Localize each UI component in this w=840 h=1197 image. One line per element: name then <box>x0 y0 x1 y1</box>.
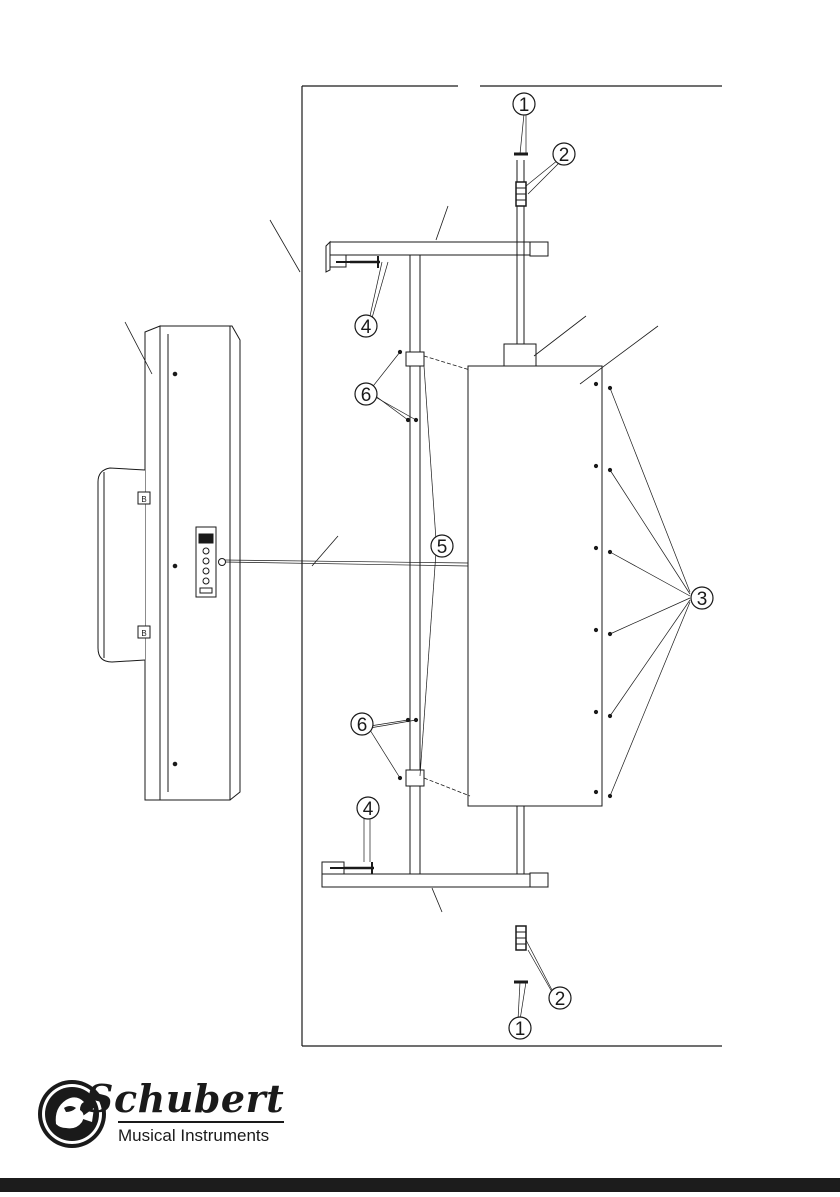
side-panel-bottom <box>322 862 548 912</box>
pedal-box <box>504 316 586 370</box>
callout-6-top: 6 <box>355 383 377 406</box>
callout-number: 2 <box>559 145 570 166</box>
brand-name: Schubert <box>86 1076 284 1121</box>
connector-panel <box>196 527 468 597</box>
callout-2-bottom: 2 <box>549 987 571 1010</box>
callout-3: 3 <box>691 587 713 610</box>
callout-number: 6 <box>361 385 372 406</box>
callout-4-top: 4 <box>355 315 377 338</box>
screws-back-panel <box>594 382 690 797</box>
adjusters-top <box>514 114 560 206</box>
callout-6-bottom: 6 <box>351 713 373 736</box>
callout-number: 1 <box>515 1019 526 1040</box>
callout-number: 4 <box>363 799 374 820</box>
brand-tagline: Musical Instruments <box>118 1126 269 1146</box>
callout-number: 4 <box>361 317 372 338</box>
callout-number: 3 <box>697 589 708 610</box>
bracket-label: B <box>141 629 146 638</box>
adjusters-bottom <box>514 926 552 1020</box>
callout-1-bottom: 1 <box>509 1017 531 1040</box>
bolts-bottom <box>344 816 374 874</box>
leaders-5 <box>420 366 436 776</box>
callout-number: 5 <box>437 537 448 558</box>
bolts-top <box>350 256 388 318</box>
callout-5: 5 <box>431 535 453 558</box>
callout-4-bottom: 4 <box>357 797 379 820</box>
brand-divider <box>118 1121 284 1123</box>
bracket-label: B <box>141 495 146 504</box>
footer-bar <box>0 1178 840 1192</box>
callout-2-top: 2 <box>553 143 575 166</box>
callout-number: 2 <box>555 989 566 1010</box>
callout-1-top: 1 <box>513 93 535 116</box>
callout-number: 6 <box>357 715 368 736</box>
callout-number: 1 <box>519 95 530 116</box>
